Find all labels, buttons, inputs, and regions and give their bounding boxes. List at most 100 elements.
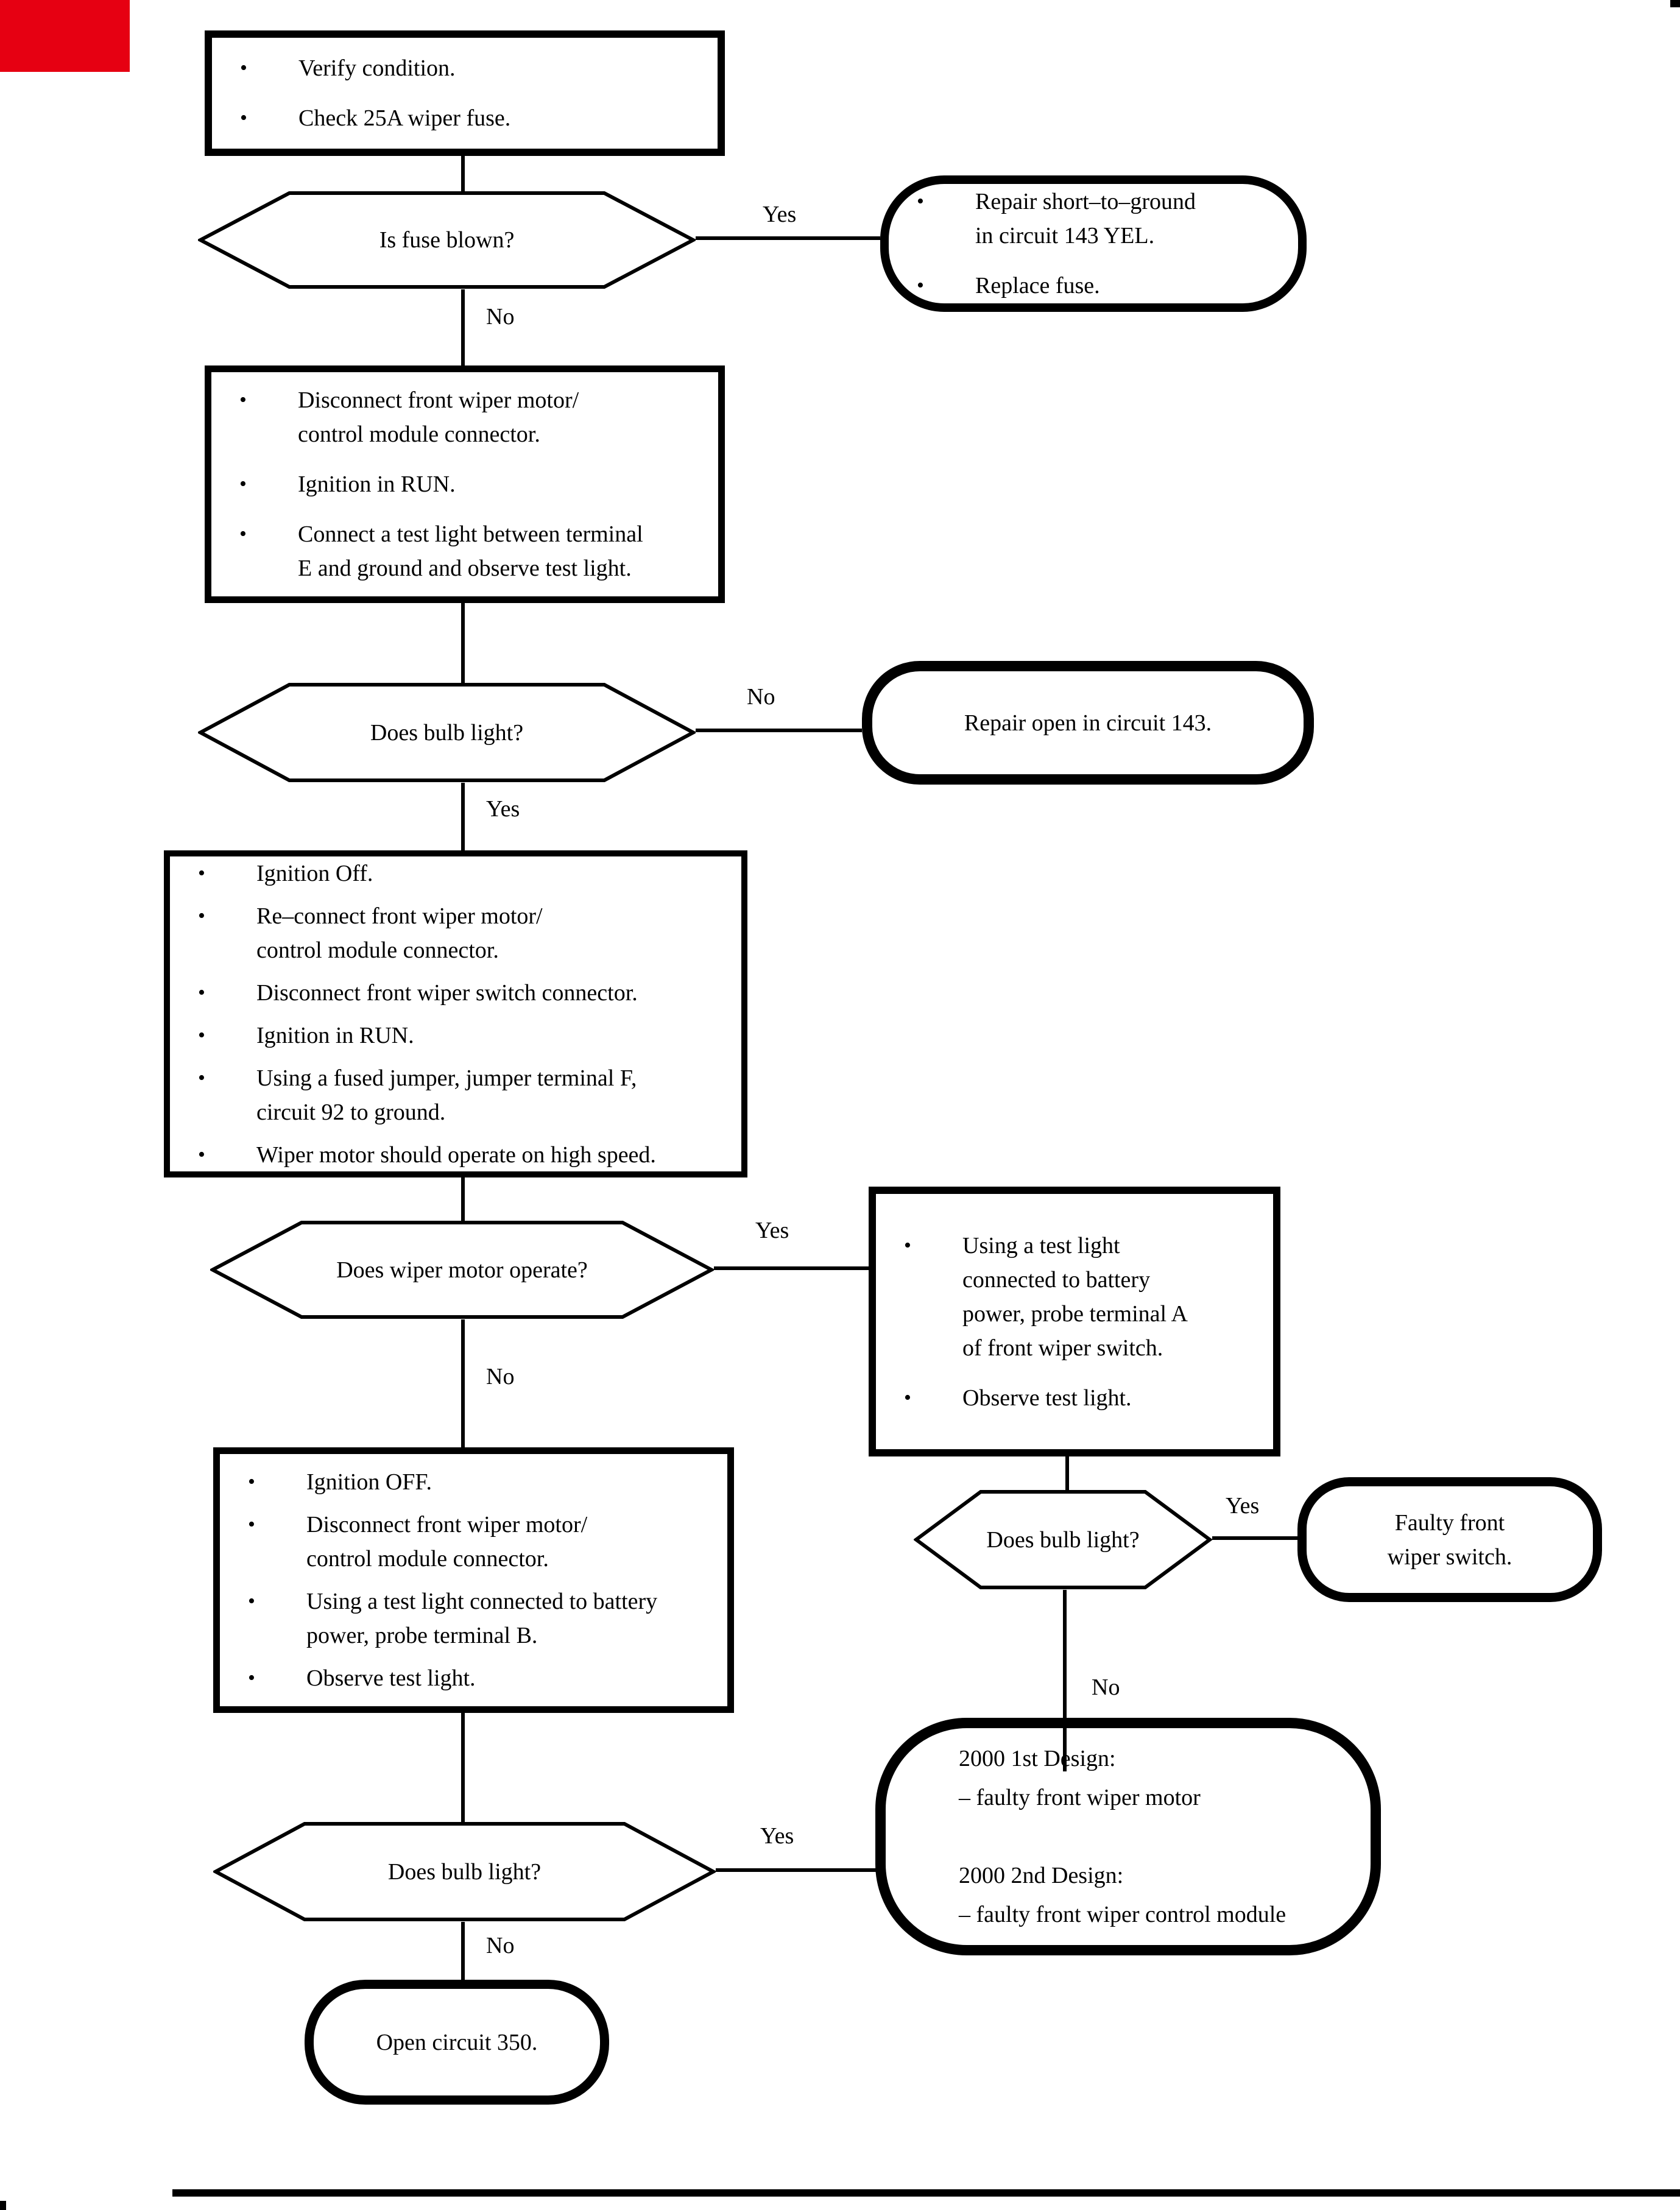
terminal-text: Open circuit 350. [314,1989,600,2095]
terminal-line: – faulty front wiper control module [959,1902,1286,1927]
edge-label-no: No [747,684,775,710]
edge-label-no: No [486,1933,515,1958]
terminal-line: Faulty front [1394,1509,1505,1536]
terminal-open-circuit-350-bottom: Open circuit 350. [305,1980,609,2105]
bullet-line: Ignition in RUN. [298,471,456,497]
hexagon-shape [198,683,696,782]
bullet-line: power, probe terminal A [962,1301,1188,1327]
bullet-line: power, probe terminal B. [306,1623,538,1648]
bullet-text: Re–connect front wiper motor/control mod… [256,899,741,967]
decision-hexagon-does-bulb-light-3: Does bulb light? [213,1821,716,1922]
flow-connector [461,603,465,684]
bullet-item: •Observe test light. [876,1381,1273,1415]
bullet-line: Observe test light. [306,1665,476,1691]
flow-connector [461,156,465,192]
bullet-icon: • [248,1470,255,1493]
flow-connector [696,729,862,732]
decision-hexagon-is-fuse-blown: Is fuse blown? [198,191,696,289]
bullet-icon: • [248,1513,255,1536]
edge-label-yes: Yes [1226,1493,1260,1519]
bullet-line: Repair short–to–ground [975,189,1196,214]
bullet-line: Observe test light. [962,1385,1132,1411]
flow-connector [461,1713,465,1823]
bottom-left-tick [0,2201,6,2210]
bullet-list: • Disconnect front wiper motor/control mo… [211,372,718,596]
flow-connector [716,1868,877,1872]
flow-connector [1063,1590,1067,1771]
bullet-icon: • [239,473,247,495]
bullet-line: control module connector. [256,937,499,963]
bullet-icon: • [248,1590,255,1612]
bullet-text: Disconnect front wiper switch connector. [256,976,741,1010]
flow-connector [461,1922,465,1982]
decision-question: Does bulb light? [370,719,524,746]
bullet-icon: • [248,1667,255,1689]
bullet-line: Ignition OFF. [306,1469,432,1495]
process-verify-condition: •Verify condition.•Check 25A wiper fuse. [205,30,725,156]
bullet-line: circuit 92 to ground. [256,1099,446,1125]
bullet-item: •Check 25A wiper fuse. [212,101,718,135]
terminal-design-results: 2000 1st Design: – faulty front wiper mot… [875,1718,1381,1955]
hexagon-shape [210,1221,714,1319]
bullet-text: Verify condition. [298,51,718,85]
bullet-text: Disconnect front wiper motor/control mod… [298,383,718,451]
process-jumper-steps: •Ignition Off.•Re–connect front wiper mo… [164,850,747,1177]
bullet-text: Observe test light. [306,1661,727,1695]
edge-label-yes: Yes [760,1823,794,1849]
bullet-icon: • [239,523,247,545]
terminal-repair-open-143: Repair open in circuit 143. [862,661,1314,785]
bullet-line: connected to battery [962,1266,1151,1293]
bullet-line: Replace fuse. [975,273,1100,298]
edge-label-yes: Yes [763,202,797,227]
flow-connector [1212,1536,1299,1540]
terminal-line: 2000 2nd Design: [959,1863,1124,1888]
bullet-item: •Wiper motor should operate on high spee… [170,1138,741,1172]
bullet-text: Using a fused jumper, jumper terminal F,… [256,1061,741,1129]
terminal-line: Repair open in circuit 143. [964,710,1212,736]
terminal-line: 2000 1st Design: [959,1746,1116,1771]
bullet-item: • Observe test light. [220,1661,727,1695]
bullet-text: Ignition Off. [256,856,741,891]
bullet-text: Disconnect front wiper motor/control mod… [306,1508,727,1576]
bullet-item: •Replace fuse. [889,269,1298,303]
bullet-item: • Using a test light connected to battery… [220,1584,727,1653]
terminal-line [959,1817,965,1856]
bullet-icon: • [904,1234,911,1257]
bottom-scan-bar [172,2189,1680,2197]
bullet-item: •Using a fused jumper, jumper terminal F… [170,1061,741,1129]
bullet-line: Connect a test light between terminal [298,521,643,547]
flow-connector [1065,1456,1069,1491]
bullet-text: Check 25A wiper fuse. [298,101,718,135]
process-disconnect-test: • Disconnect front wiper motor/control mo… [205,365,725,603]
flow-connector [461,1319,465,1449]
bullet-line: Ignition Off. [256,860,373,886]
bullet-icon: • [198,1023,205,1047]
hexagon-shape [213,1822,716,1921]
bullet-line: Check 25A wiper fuse. [298,105,511,131]
terminal-text: Repair open in circuit 143. [872,671,1304,774]
red-corner-block [0,0,130,72]
edge-label-no: No [1092,1675,1120,1700]
terminal-text: 2000 1st Design: – faulty front wiper mot… [886,1728,1371,1945]
terminal-line: – faulty front wiper motor [959,1785,1201,1810]
edge-label-no: No [486,1364,515,1389]
edge-label-no: No [486,304,515,330]
bullet-text: Ignition in RUN. [256,1019,741,1053]
bullet-line: Disconnect front wiper motor/ [306,1512,588,1537]
bullet-icon: • [917,190,924,213]
flow-connector [714,1266,870,1270]
bullet-line: Disconnect front wiper motor/ [298,387,579,413]
bullet-line: Wiper motor should operate on high speed… [256,1142,656,1168]
decision-question: Does bulb light? [387,1859,542,1885]
decision-hexagon-does-bulb-light-2: Does bulb light? [914,1489,1212,1590]
bullet-line: Re–connect front wiper motor/ [256,903,543,929]
bullet-line: control module connector. [298,422,540,447]
bullet-line: control module connector. [306,1546,549,1572]
